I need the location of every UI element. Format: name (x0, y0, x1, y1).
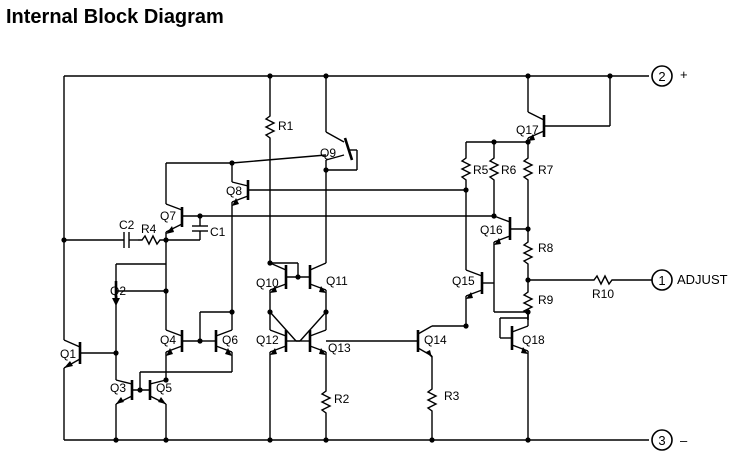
svg-text:Q15: Q15 (452, 274, 475, 288)
transistor-q4: Q4 (160, 240, 200, 380)
svg-text:Q16: Q16 (480, 223, 503, 237)
pin-3-number: 3 (658, 433, 665, 448)
svg-text:Q3: Q3 (110, 381, 126, 395)
resistor-r10: R10 (528, 274, 652, 301)
transistor-q12: Q12 (256, 308, 327, 440)
diagram-title: Internal Block Diagram (6, 6, 224, 28)
transistor-q18: Q18 (499, 312, 545, 440)
transistor-q16: Q16 (200, 213, 528, 270)
transistor-q15: Q15 (452, 269, 528, 326)
svg-text:R7: R7 (538, 163, 554, 177)
svg-text:Q13: Q13 (328, 341, 351, 355)
capacitor-c2: C2 (64, 218, 138, 248)
svg-text:R10: R10 (592, 287, 614, 301)
pin-3-sign: – (680, 433, 688, 448)
transistor-q8: Q8 (166, 162, 466, 312)
svg-text:R3: R3 (444, 389, 460, 403)
svg-text:R9: R9 (538, 293, 554, 307)
transistor-q6: Q6 (199, 311, 238, 372)
svg-text:Q18: Q18 (522, 333, 545, 347)
resistor-r3: R3 (427, 382, 460, 440)
pin-2-sign: + (680, 67, 688, 82)
svg-text:R8: R8 (538, 241, 554, 255)
resistor-r1: R1 (265, 76, 294, 263)
transistor-q2: Q2 (110, 263, 166, 380)
transistor-q10: Q10 (256, 262, 310, 308)
resistor-r6: R6 (489, 142, 517, 216)
svg-text:Q14: Q14 (424, 333, 447, 347)
resistor-r5: R5 (461, 142, 489, 270)
svg-text:Q10: Q10 (256, 276, 279, 290)
svg-text:Q6: Q6 (222, 333, 238, 347)
pin-2-terminal: 2 + (651, 65, 688, 87)
pin-1-number: 1 (658, 273, 665, 288)
svg-text:Q2: Q2 (110, 284, 126, 298)
transistor-q14: Q14 (416, 325, 466, 383)
svg-text:R5: R5 (473, 163, 489, 177)
svg-text:R1: R1 (278, 119, 294, 133)
svg-text:R4: R4 (141, 222, 157, 236)
pin-1-label: ADJUST (677, 272, 728, 287)
transistor-q3: Q3 (110, 379, 134, 440)
svg-text:Q5: Q5 (156, 381, 172, 395)
svg-text:Q7: Q7 (160, 209, 176, 223)
svg-text:Q8: Q8 (226, 184, 242, 198)
svg-text:Q17: Q17 (516, 123, 539, 137)
pin-3-terminal: 3 – (651, 429, 688, 451)
top-rail (63, 75, 649, 340)
svg-text:Q9: Q9 (320, 146, 336, 160)
capacitor-c1: C1 (166, 216, 226, 241)
transistor-q13: Q13 (269, 308, 418, 385)
transistor-q17: Q17 (466, 76, 611, 143)
transistor-q7: Q7 (160, 163, 200, 240)
transistor-q9: Q9 (231, 76, 358, 263)
svg-text:Q11: Q11 (326, 274, 348, 288)
transistor-q5: Q5 (132, 371, 232, 440)
svg-text:Q1: Q1 (60, 347, 76, 361)
resistor-r8: R8 (523, 229, 554, 280)
svg-text:Q4: Q4 (160, 333, 176, 347)
pin-2-number: 2 (658, 69, 665, 84)
resistor-r2: R2 (321, 384, 350, 440)
bottom-rail (63, 368, 649, 441)
svg-text:C1: C1 (210, 225, 226, 239)
resistor-r4: R4 (138, 222, 167, 246)
svg-text:R6: R6 (501, 163, 517, 177)
resistor-r7: R7 (523, 142, 554, 232)
svg-text:Q12: Q12 (256, 333, 279, 347)
svg-text:R2: R2 (334, 392, 350, 406)
svg-text:C2: C2 (119, 218, 135, 232)
pin-1-terminal: 1 ADJUST (651, 269, 728, 291)
transistor-q11: Q11 (308, 262, 348, 308)
transistor-q1: Q1 (60, 339, 116, 369)
